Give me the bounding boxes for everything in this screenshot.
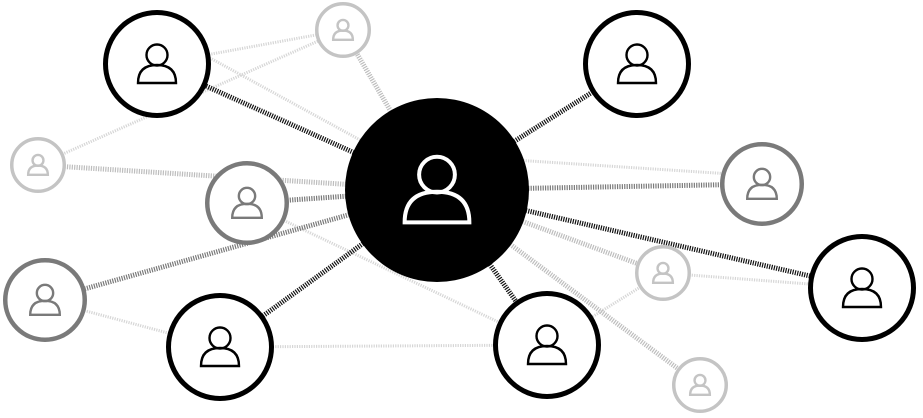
node-bottom-right[interactable] (672, 357, 728, 413)
edge-mid-left-bottom-middle (246, 201, 548, 347)
person-icon (29, 283, 61, 316)
person-icon (841, 267, 883, 309)
node-mid-left[interactable] (205, 161, 289, 245)
node-bottom-left[interactable] (166, 293, 274, 401)
edge-bottom-left-bottom-middle (219, 343, 548, 349)
person-icon (402, 154, 472, 225)
node-lower-right[interactable] (635, 245, 691, 301)
person-icon (199, 326, 241, 368)
nodes-layer (3, 2, 916, 413)
node-top-right[interactable] (583, 10, 691, 118)
person-icon (136, 43, 178, 85)
node-left[interactable] (10, 137, 66, 193)
edge-center-top (340, 28, 440, 192)
person-icon (331, 18, 355, 42)
person-icon (746, 167, 778, 200)
node-top-left[interactable] (103, 10, 211, 118)
person-icon (26, 153, 50, 177)
person-icon (651, 261, 675, 285)
node-bottom-middle[interactable] (493, 291, 601, 399)
edge-center-mid-right (436, 153, 763, 178)
node-right[interactable] (808, 234, 916, 342)
person-icon (526, 324, 568, 366)
person-icon (231, 186, 263, 219)
node-center[interactable] (345, 98, 529, 282)
edge-center-bottom-right (435, 187, 702, 388)
node-top[interactable] (315, 2, 371, 58)
edge-center-lower-right (436, 187, 664, 276)
person-icon (616, 43, 658, 85)
node-mid-right[interactable] (720, 142, 804, 226)
person-icon (688, 373, 712, 397)
node-far-left[interactable] (3, 258, 87, 342)
